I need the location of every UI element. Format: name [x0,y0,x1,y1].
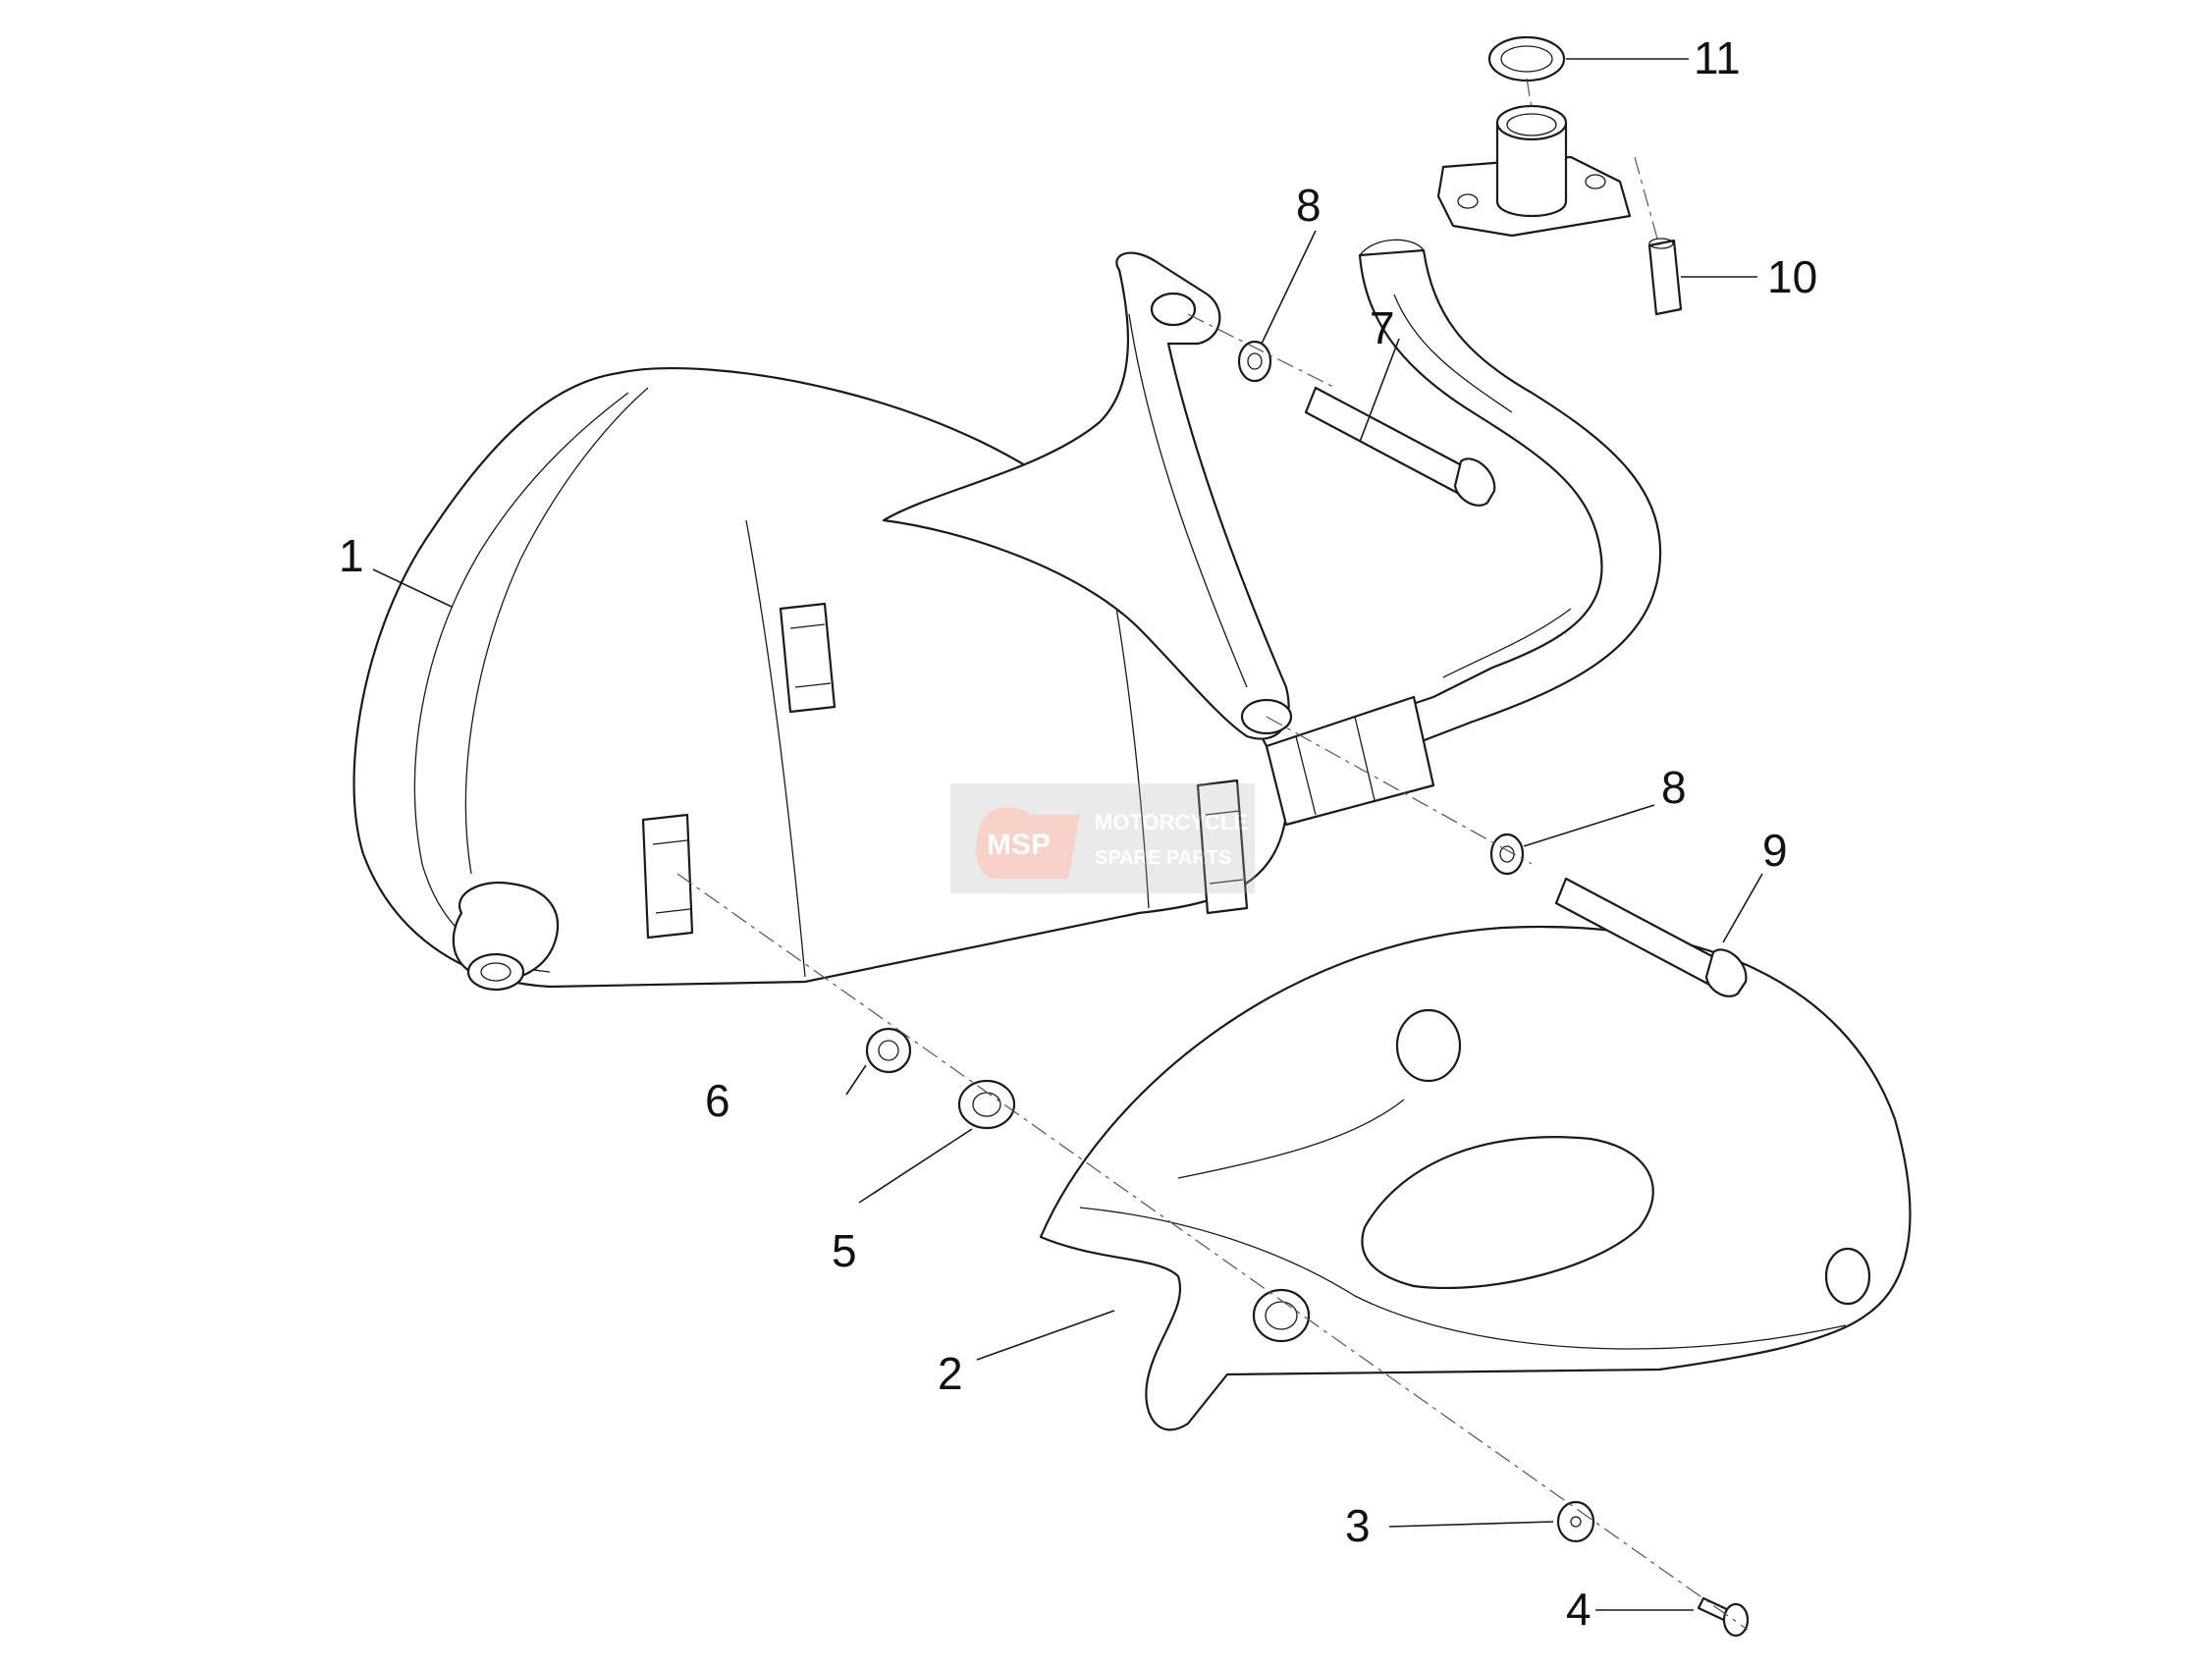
part-washer-3 [1556,1500,1595,1543]
leader-lines [372,58,1763,1611]
callout-6: 6 [705,1075,730,1126]
callouts: 1 2 3 4 5 6 7 8 8 9 10 11 [339,32,1817,1635]
part-screw-4 [1697,1596,1750,1638]
callout-1: 1 [339,530,364,581]
part-bushing-6 [865,1027,912,1074]
callout-5: 5 [832,1225,857,1276]
part-spacer-10 [1647,238,1683,316]
callout-11: 11 [1694,32,1741,83]
part-bolt-7 [1304,386,1496,507]
mounting-bracket [882,251,1293,740]
callout-10: 10 [1767,251,1817,302]
assembly-axes [676,78,1749,1631]
watermark-line2: SPARE PARTS [1095,847,1231,869]
watermark-logo-icon [976,807,1080,879]
part-bolt-9 [1554,877,1748,997]
heat-shield [1039,925,1912,1431]
callout-9: 9 [1762,825,1788,876]
callout-8-bottom: 8 [1661,762,1687,813]
part-gasket-11 [1487,35,1566,82]
watermark-logo-text: MSP [987,829,1051,861]
callout-3: 3 [1345,1500,1371,1551]
part-washer-8-bottom [1489,833,1525,876]
callout-7: 7 [1370,302,1395,353]
watermark: MSP MOTORCYCLE SPARE PARTS [950,783,1255,893]
callout-4: 4 [1566,1584,1592,1635]
watermark-line1: MOTORCYCLE [1095,810,1248,834]
exhaust-pipe [1358,104,1662,748]
callout-8-top: 8 [1296,180,1322,231]
part-grommet-5 [957,1079,1016,1130]
callout-2: 2 [938,1348,963,1399]
